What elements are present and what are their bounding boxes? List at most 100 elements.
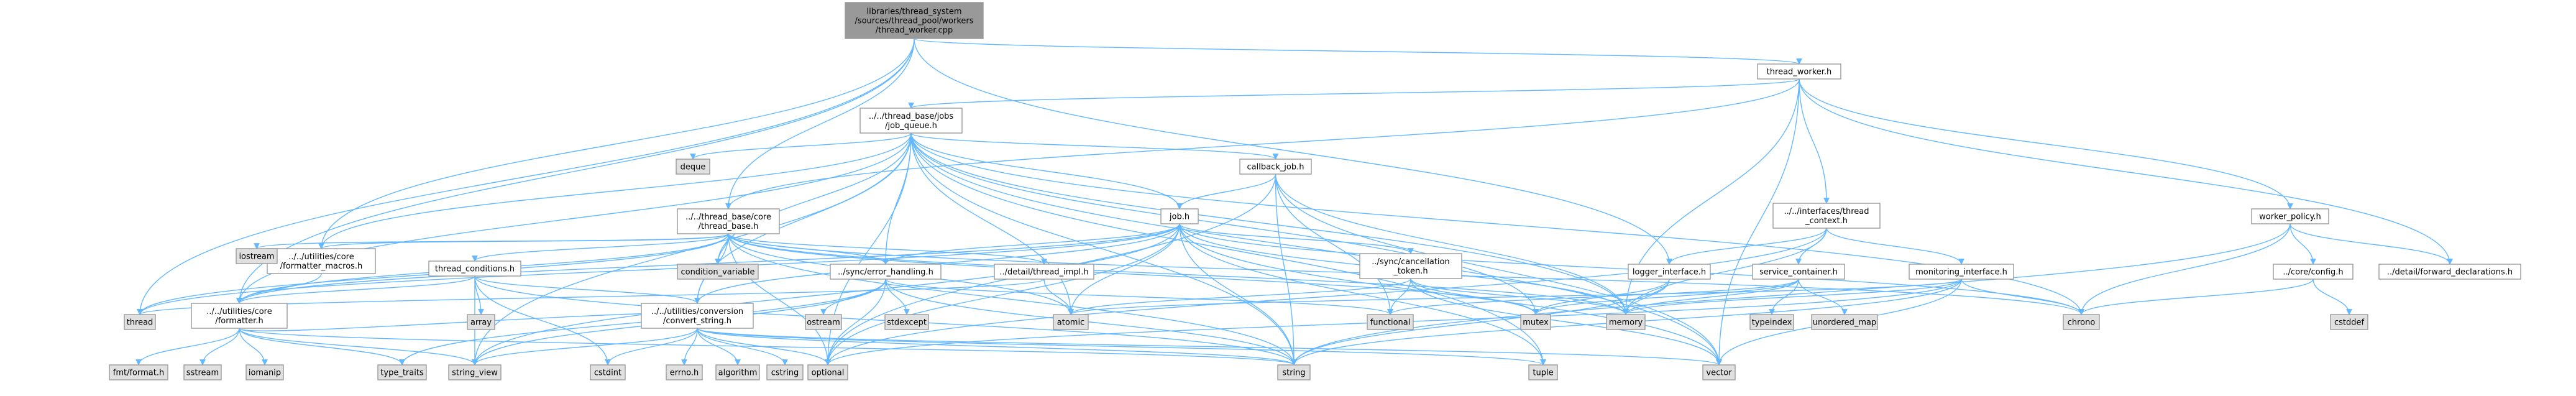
dependency-edge [820,279,886,315]
node-label: iomanip [249,369,281,378]
header-file-node[interactable]: worker_policy.h [2251,208,2329,224]
node-label: thread_conditions.h [435,265,515,274]
node-label: vector [1706,369,1732,378]
dependency-edge [1068,279,1962,315]
dependency-edge [697,328,831,366]
system-header-node: fmt/format.h [109,364,168,380]
node-box [1811,314,1878,330]
node-box [677,264,759,280]
node-label: sstream [186,369,219,378]
dependency-edge [697,328,1297,366]
header-file-node[interactable]: ../../utilities/conversion/convert_strin… [641,303,754,329]
header-file-node[interactable]: ../detail/thread_impl.h [994,264,1094,280]
system-header-node: array [467,314,495,330]
dependency-edge [1623,279,1962,315]
node-label: monitoring_interface.h [1915,268,2007,277]
dependency-edge [1799,78,2453,265]
node-box [830,264,942,280]
header-file-node[interactable]: ../../utilities/core/formatter_macros.h [267,248,376,274]
dependency-edge [885,279,1297,366]
dependency-edge [1179,223,1414,254]
system-header-node: memory [1606,314,1646,330]
header-file-node[interactable]: ../core/config.h [2273,264,2354,280]
node-label: libraries/thread_system [866,7,961,17]
dependency-edge [1410,278,1722,366]
header-file-node[interactable]: ../../thread_base/core/thread_base.h [677,208,780,234]
node-box [1239,159,1312,175]
node-label: ../../utilities/core [206,307,272,316]
node-label: optional [812,369,845,378]
dependency-edge [1275,173,1297,366]
header-file-node[interactable]: job.h [1160,208,1199,224]
node-box [1749,314,1794,330]
header-file-node[interactable]: monitoring_interface.h [1909,264,2014,280]
dependency-edge [914,38,1802,65]
dependency-edge [2312,279,2352,315]
system-header-node: cstdint [590,364,626,380]
node-box [109,364,168,380]
dependency-edge [1410,278,1539,315]
node-label: ../core/config.h [2283,268,2343,277]
node-label: ../sync/cancellation [1372,257,1449,267]
dependency-edge [908,78,1800,109]
dependency-edge [239,328,478,366]
dependency-edge [1716,78,1800,366]
node-box [467,314,495,330]
node-label: deque [681,163,706,172]
node-box [2378,264,2521,280]
node-box [1528,364,1558,380]
node-label: callback_job.h [1247,163,1304,172]
system-header-node: iomanip [245,364,284,380]
node-box [1367,314,1414,330]
nodes-layer: libraries/thread_system/sources/thread_p… [109,2,2521,380]
system-header-node: string [1277,364,1311,380]
dependency-edge [1666,228,1827,265]
header-file-node[interactable]: ../../thread_base/jobs/job_queue.h [859,108,963,134]
system-header-node: unordered_map [1811,314,1878,330]
node-label: cstddef [2334,318,2365,328]
node-box [1757,63,1841,80]
dependency-edge [885,279,1393,315]
dependency-edge [605,328,698,366]
node-box [2330,314,2368,330]
header-file-node[interactable]: ../detail/forward_declarations.h [2378,264,2521,280]
header-file-node[interactable]: thread_conditions.h [428,260,521,277]
node-label: ../detail/thread_impl.h [999,268,1088,277]
header-file-node[interactable]: ../sync/error_handling.h [830,264,942,280]
node-box [676,159,710,175]
system-header-node: errno.h [666,364,703,380]
node-label: /job_queue.h [885,121,937,131]
dependency-edge [2078,279,2314,315]
root-file-node[interactable]: libraries/thread_system/sources/thread_p… [845,2,984,39]
node-label: /sources/thread_pool/workers [855,17,973,26]
dependency-edge [825,279,886,366]
node-box [236,248,278,264]
node-label: /convert_string.h [663,316,731,326]
system-header-node: cstring [766,364,804,380]
dependency-edge [472,223,1180,366]
header-file-node[interactable]: ../sync/cancellation_token.h [1359,253,1462,279]
dependency-edge [1068,278,1411,315]
node-box [377,364,427,380]
node-box [191,303,288,329]
node-box [124,314,156,330]
header-file-node[interactable]: logger_interface.h [1628,264,1711,280]
dependency-edge [728,233,831,366]
node-label: functional [1370,318,1411,328]
system-header-node: stdexcept [884,314,929,330]
system-header-node: condition_variable [677,264,759,280]
dependency-edge [236,223,1180,304]
node-label: ../../thread_base/jobs [869,112,954,121]
node-box [2251,208,2329,224]
header-file-node[interactable]: thread_worker.h [1757,63,1841,80]
dependency-edge [715,132,912,265]
header-file-node[interactable]: ../../interfaces/thread_context.h [1772,203,1881,229]
header-file-node[interactable]: ../../utilities/core/formatter.h [191,303,288,329]
header-file-node[interactable]: callback_job.h [1239,159,1312,175]
header-file-node[interactable]: service_container.h [1752,264,1845,280]
dependency-edge [1275,173,1393,315]
dependency-edge [1798,279,1848,315]
system-header-node: chrono [2063,314,2100,330]
node-box [766,364,804,380]
